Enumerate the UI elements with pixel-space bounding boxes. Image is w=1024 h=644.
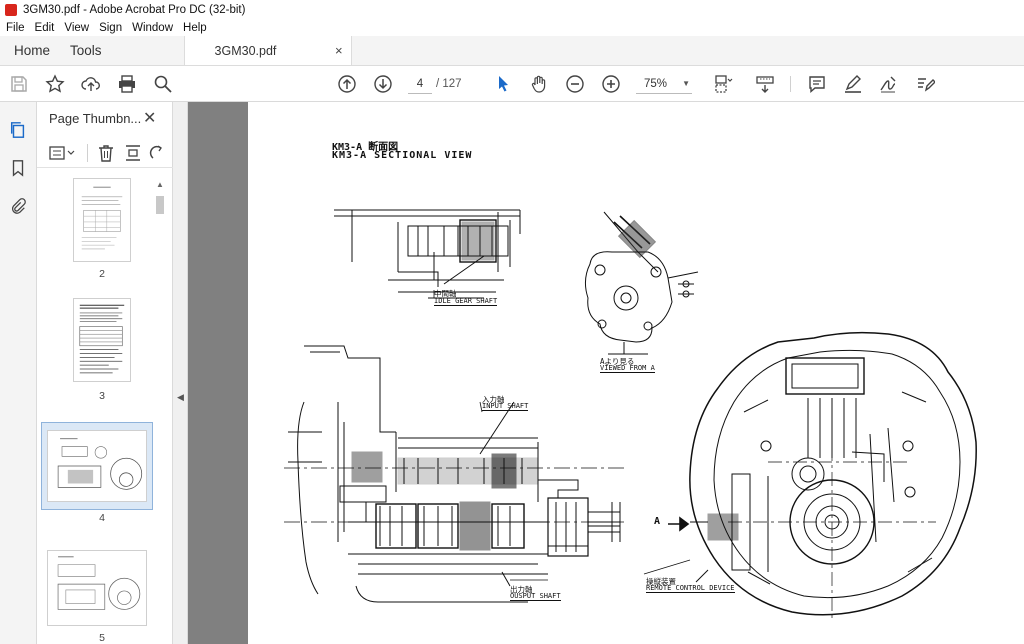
acrobat-app-icon [5, 4, 17, 16]
page-thumbnails-icon[interactable] [8, 120, 28, 140]
rotate-icon[interactable] [149, 143, 163, 163]
tab-document[interactable]: 3GM30.pdf × [183, 36, 352, 65]
page-display-icon[interactable] [712, 73, 734, 95]
thumbnail-label-4: 4 [99, 512, 105, 524]
output-shaft-label-en: OUSPUT SHAFT [510, 592, 561, 601]
scroll-up-arrow[interactable]: ▲ [156, 180, 164, 189]
bookmark-icon[interactable] [8, 158, 28, 178]
sign-icon[interactable] [878, 73, 900, 95]
input-shaft-label-jp: 入力軸 [482, 395, 505, 404]
tab-close-button[interactable]: × [334, 43, 343, 58]
thumbnail-label-3: 3 [99, 390, 105, 402]
tab-document-label: 3GM30.pdf [214, 43, 277, 58]
zoom-level-value: 75% [644, 78, 668, 90]
zoom-in-icon[interactable] [600, 73, 622, 95]
comment-icon[interactable] [806, 73, 828, 95]
menu-file[interactable]: File [6, 22, 25, 34]
pdf-page: KM3-A 断面図 KM3-A SECTIONAL VIEW [248, 102, 1024, 644]
viewed-from-a-label-en: VIEWED FROM A [600, 364, 655, 373]
hand-tool-icon[interactable] [528, 73, 550, 95]
tab-home[interactable]: Home [14, 43, 51, 58]
previous-page-icon[interactable] [336, 73, 358, 95]
thumbnail-label-2: 2 [99, 268, 105, 280]
panel-toolbar [37, 138, 173, 168]
output-shaft-label-jp: 出力軸 [510, 585, 533, 594]
thumbnail-page-2[interactable] [73, 178, 131, 262]
highlight-pen-icon[interactable] [842, 73, 864, 95]
menu-bar: File Edit View Sign Window Help [0, 20, 1024, 36]
title-bar: 3GM30.pdf - Adobe Acrobat Pro DC (32-bit… [0, 0, 1024, 20]
sectional-view-drawing [284, 209, 977, 622]
menu-sign[interactable]: Sign [99, 22, 123, 34]
viewed-from-a-label-jp: Aより見る [600, 357, 635, 366]
next-page-icon[interactable] [372, 73, 394, 95]
print-icon[interactable] [116, 73, 138, 95]
cloud-upload-icon[interactable] [80, 73, 102, 95]
thumbnail-page-4[interactable] [47, 430, 147, 502]
navigation-rail [0, 102, 37, 644]
fill-sign-icon[interactable] [914, 73, 936, 95]
thumbnails-scrollbar[interactable]: ▲ [154, 178, 168, 644]
panel-close-button[interactable]: ✕ [143, 110, 157, 127]
panel-title: Page Thumbn... [49, 111, 142, 126]
panel-collapse-strip[interactable]: ◀ [173, 102, 188, 644]
toolbar-separator [790, 76, 791, 92]
select-cursor-icon[interactable] [492, 73, 514, 95]
trash-icon[interactable] [96, 143, 116, 163]
insert-pages-icon[interactable] [123, 143, 143, 163]
page-total: / 127 [436, 78, 462, 90]
scroll-mode-icon[interactable] [754, 73, 776, 95]
input-shaft-label-en: INPUT SHAFT [482, 402, 529, 411]
arrow-a-label: A [654, 516, 661, 527]
star-icon[interactable] [44, 73, 66, 95]
current-page-input[interactable]: 4 [408, 74, 432, 94]
menu-view[interactable]: View [64, 22, 90, 34]
thumbnail-label-5: 5 [99, 632, 105, 644]
thumbnail-page-3[interactable] [73, 298, 131, 382]
panel-separator [87, 144, 88, 162]
find-icon[interactable] [152, 73, 174, 95]
save-icon[interactable] [8, 73, 30, 95]
remote-control-label-en: REMOTE CONTROL DEVICE [646, 584, 735, 593]
tab-bar: Home Tools 3GM30.pdf × [0, 36, 1024, 66]
idle-shaft-label-en: IDLE GEAR SHAFT [434, 297, 498, 306]
page-thumbnails-panel: Page Thumbn... ✕ ▲ 2 [37, 102, 173, 644]
document-viewport[interactable]: KM3-A 断面図 KM3-A SECTIONAL VIEW [188, 102, 1024, 644]
chevron-down-icon: ▼ [682, 79, 690, 88]
zoom-level-select[interactable]: 75% ▼ [636, 74, 692, 94]
drawing-title-jp: KM3-A 断面図 [332, 142, 399, 153]
thumbnail-page-5[interactable] [47, 550, 147, 626]
options-menu-icon[interactable] [49, 145, 77, 161]
zoom-out-icon[interactable] [564, 73, 586, 95]
idle-shaft-label-jp: 中間軸 [434, 289, 457, 298]
remote-control-label-jp: 操縦装置 [646, 577, 676, 586]
tab-tools[interactable]: Tools [70, 43, 102, 58]
drawing-title-en: KM3-A SECTIONAL VIEW [332, 150, 473, 161]
window-title: 3GM30.pdf - Adobe Acrobat Pro DC (32-bit… [23, 4, 246, 16]
scrollbar-thumb[interactable] [156, 196, 164, 214]
menu-window[interactable]: Window [132, 22, 174, 34]
attachment-icon[interactable] [8, 196, 28, 216]
menu-edit[interactable]: Edit [34, 22, 55, 34]
menu-help[interactable]: Help [183, 22, 207, 34]
toolbar: 4 / 127 75% ▼ [0, 66, 1024, 102]
collapse-arrow-icon[interactable]: ◀ [177, 392, 184, 402]
